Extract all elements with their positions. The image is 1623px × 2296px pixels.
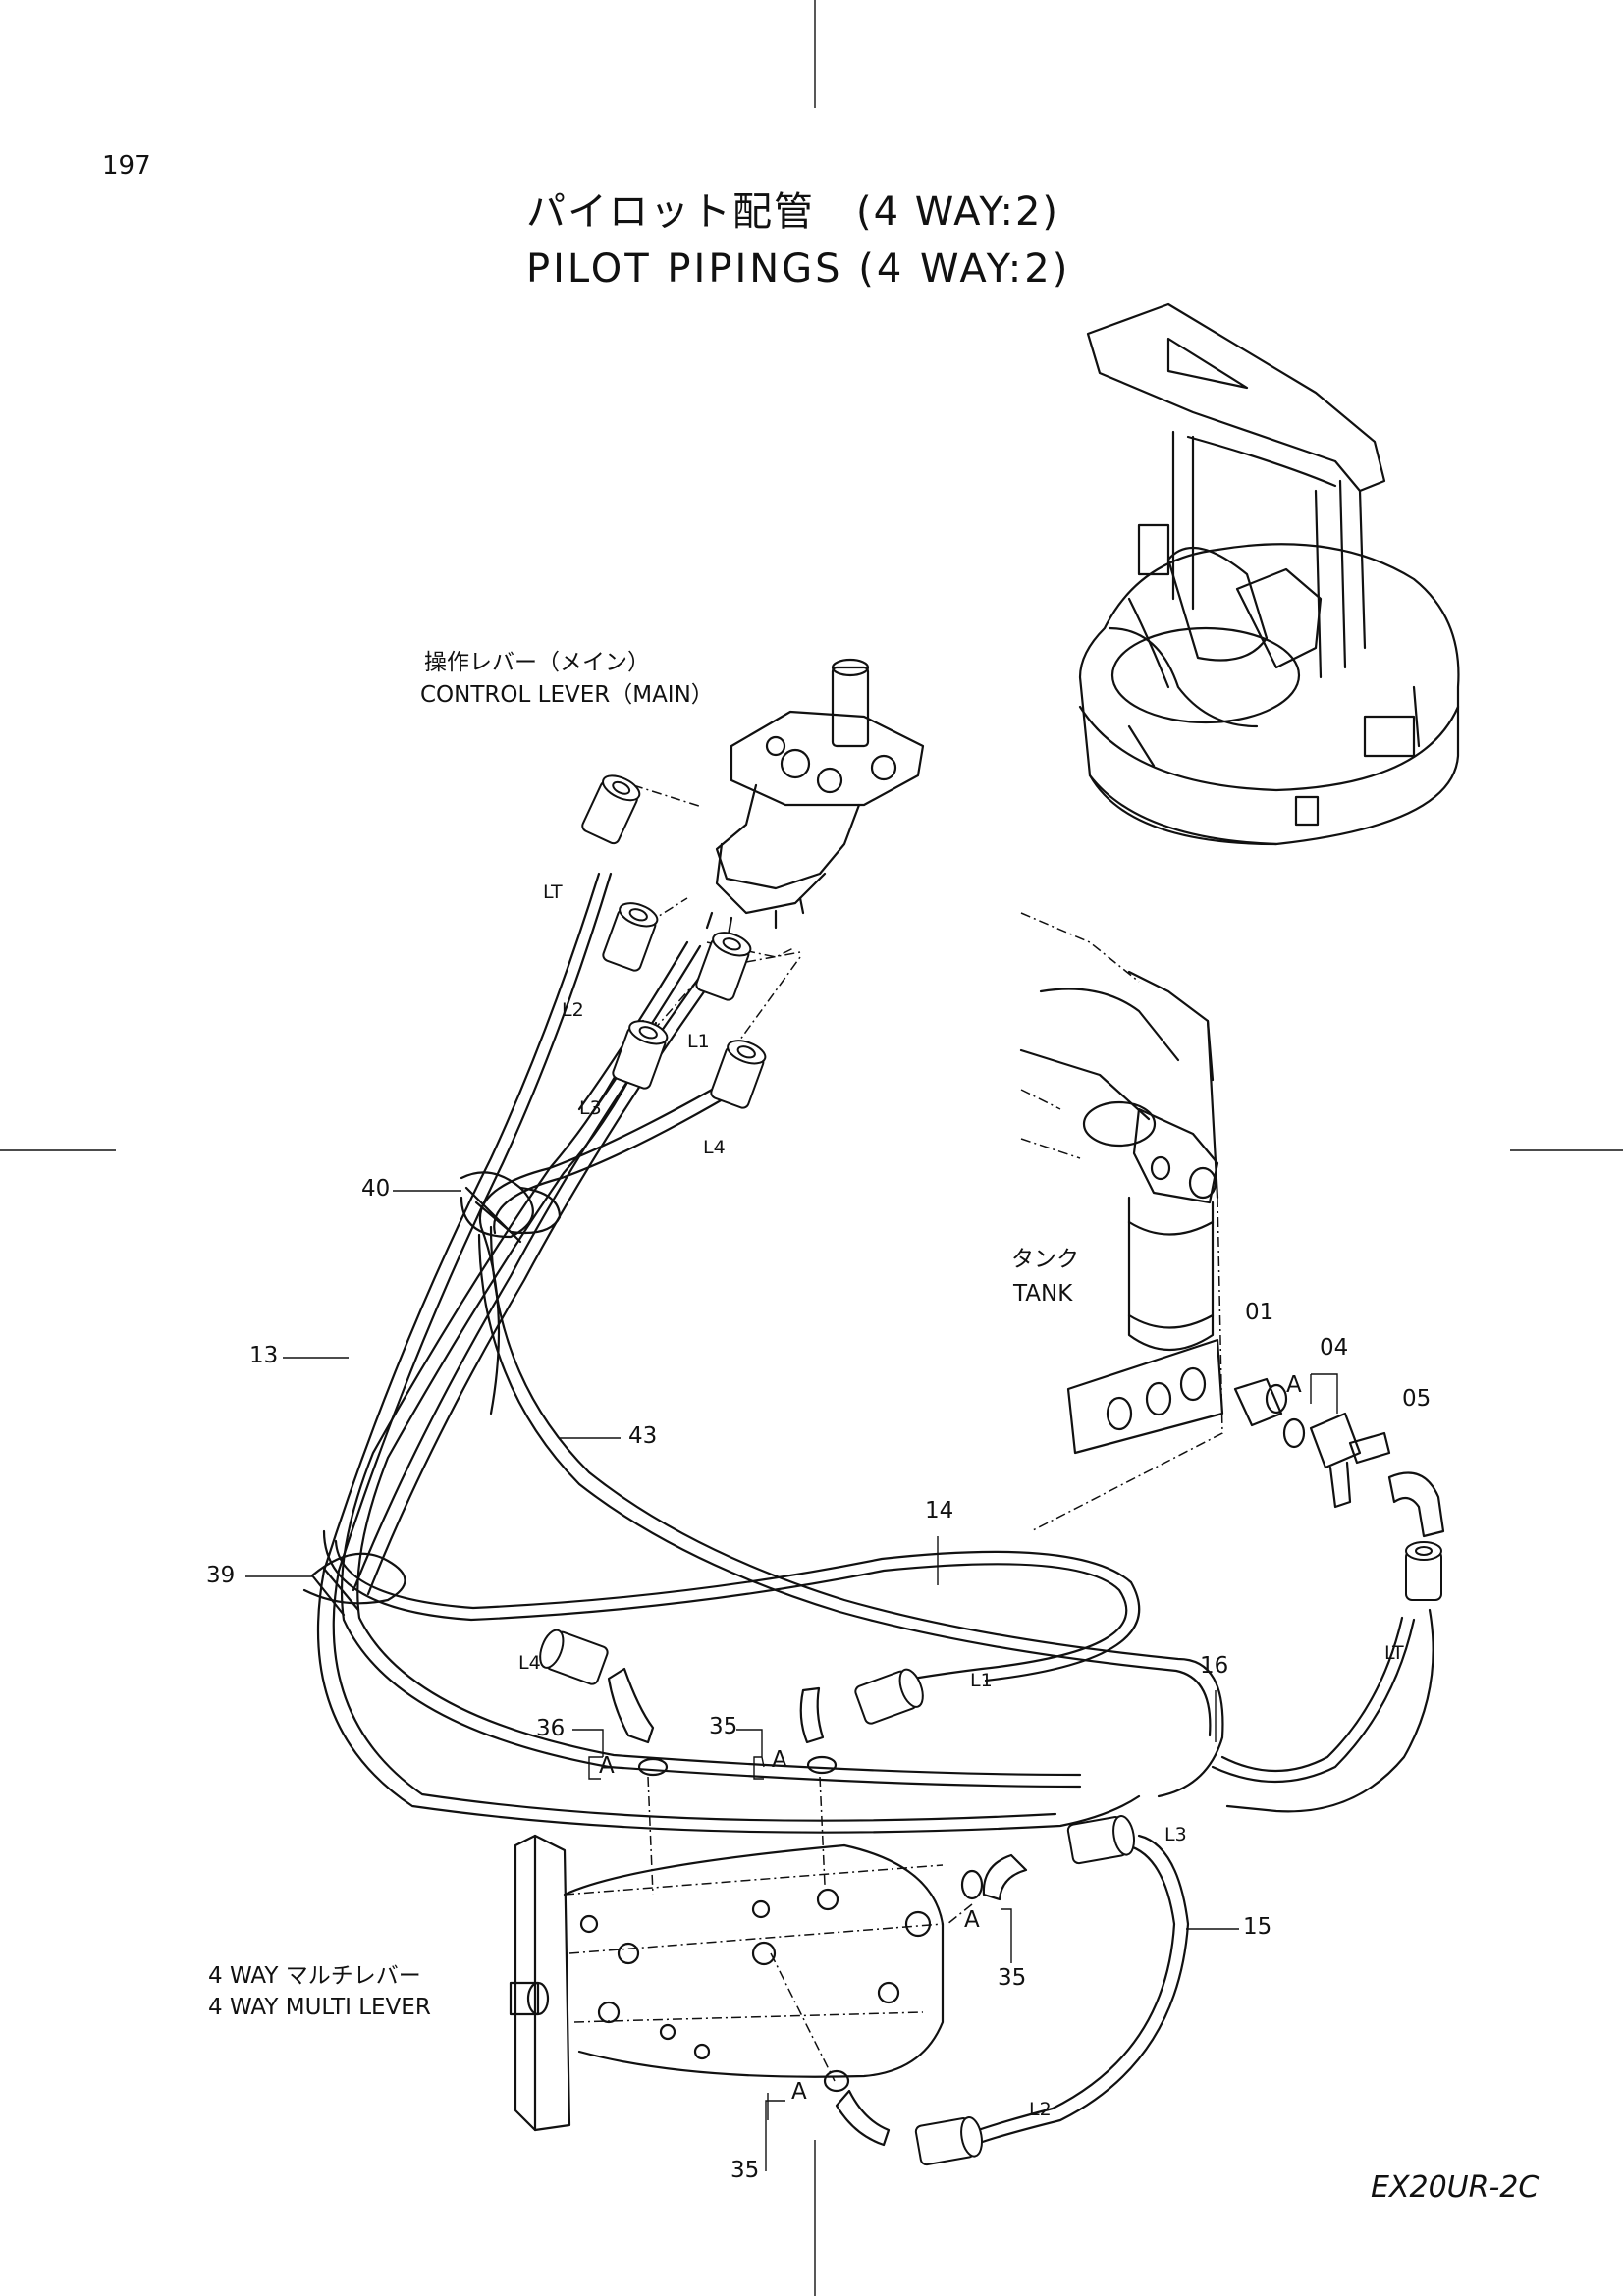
multi-lever-label-en: 4 WAY MULTI LEVER: [208, 1995, 431, 2020]
callout-16: 16: [1200, 1653, 1229, 1679]
a-label-36: A: [599, 1753, 615, 1779]
cable-ties: [302, 1171, 562, 1617]
page-title-jp: パイロット配管 (4 WAY:2): [526, 189, 1060, 235]
port-label-l4: L4: [703, 1137, 726, 1158]
callout-35-a: 35: [709, 1714, 738, 1739]
a-label-tank: A: [1286, 1372, 1302, 1398]
port-label-l2: L2: [562, 999, 584, 1021]
callout-39: 39: [206, 1563, 236, 1588]
callout-04: 04: [1320, 1335, 1349, 1361]
port-label-l3: L3: [579, 1097, 602, 1119]
hose-fittings: [539, 774, 1442, 2166]
callout-43: 43: [628, 1423, 658, 1449]
port-label-l1: L1: [687, 1031, 710, 1052]
port-label-lt: LT: [543, 881, 563, 903]
callout-40: 40: [361, 1176, 391, 1201]
multi-lever-label-jp: 4 WAY マルチレバー: [208, 1963, 421, 1989]
callout-13: 13: [249, 1343, 279, 1368]
port-label-l4-bottom: L4: [518, 1652, 541, 1674]
control-lever-label-en: CONTROL LEVER（MAIN）: [420, 682, 714, 708]
multi-lever-valve-icon: [509, 1834, 945, 2132]
a-label-35b: A: [964, 1907, 980, 1933]
a-label-35c: A: [791, 2079, 807, 2105]
port-label-lt-right: LT: [1384, 1642, 1404, 1664]
leader-lines: [632, 784, 973, 2082]
callout-35-b: 35: [998, 1965, 1027, 1991]
page-title-en: PILOT PIPINGS (4 WAY:2): [526, 246, 1071, 292]
callout-leaders: [245, 1190, 1239, 2171]
callout-15: 15: [1243, 1914, 1272, 1940]
hose-bundle: [316, 872, 1434, 2152]
chassis-frame: [1019, 912, 1224, 1532]
page-number: 197: [102, 151, 151, 181]
callout-01: 01: [1245, 1300, 1274, 1325]
control-lever-icon: [705, 658, 925, 936]
callout-14: 14: [925, 1498, 954, 1523]
callout-35-c: 35: [730, 2158, 760, 2183]
excavator-cab-icon: [1078, 302, 1460, 846]
tank-label-en: TANK: [1013, 1281, 1073, 1307]
model-code: EX20UR-2C: [1371, 2170, 1540, 2205]
port-label-l1-bottom: L1: [970, 1670, 993, 1691]
callout-36: 36: [536, 1716, 566, 1741]
a-label-35a: A: [772, 1747, 787, 1773]
elbow-fittings: [607, 1373, 1445, 2147]
control-lever-label-jp: 操作レバー（メイン）: [424, 650, 650, 675]
port-label-l2-bottom: L2: [1029, 2099, 1052, 2120]
callout-05: 05: [1402, 1386, 1432, 1412]
tank-icon: [1082, 1100, 1219, 1352]
tank-label-jp: タンク: [1011, 1247, 1079, 1272]
port-label-l3-bottom: L3: [1164, 1824, 1187, 1845]
